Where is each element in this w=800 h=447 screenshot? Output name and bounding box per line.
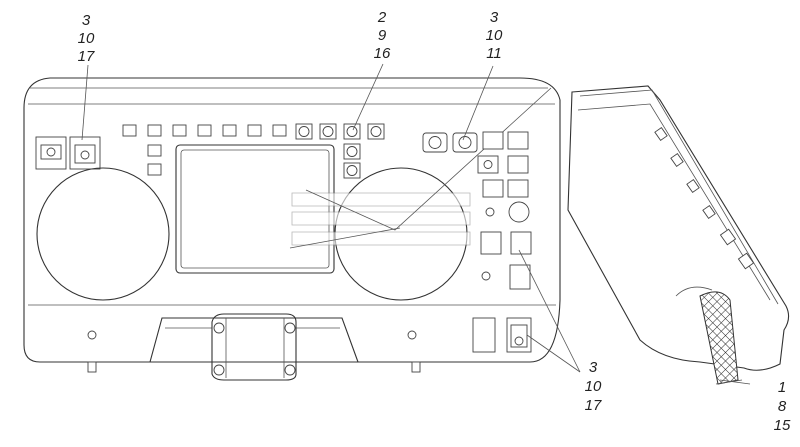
callout-top-right: 3 10 11 <box>486 9 503 62</box>
svg-text:2: 2 <box>377 9 387 26</box>
svg-text:3: 3 <box>589 359 598 376</box>
svg-text:10: 10 <box>78 30 95 47</box>
callout-bottom-right: 3 10 17 <box>585 359 602 414</box>
svg-text:3: 3 <box>490 9 499 26</box>
hatched-section-marks <box>289 87 552 249</box>
bottom-switch-block <box>472 317 532 353</box>
svg-text:3: 3 <box>82 12 91 29</box>
steering-column-clamp <box>149 313 359 381</box>
svg-text:16: 16 <box>374 45 391 62</box>
callout-side: 1 8 15 <box>774 379 791 434</box>
panel-side-view <box>567 85 790 385</box>
panel-front-view <box>23 77 561 381</box>
side-knobs <box>654 126 755 270</box>
svg-text:8: 8 <box>778 398 787 415</box>
svg-text:11: 11 <box>486 45 502 62</box>
svg-text:10: 10 <box>486 27 503 44</box>
svg-text:1: 1 <box>778 379 786 396</box>
right-button-cluster <box>422 131 532 290</box>
callout-top-center: 2 9 16 <box>374 9 391 62</box>
callout-top-left: 3 10 17 <box>78 12 95 65</box>
svg-text:17: 17 <box>78 48 95 65</box>
display-screen <box>175 144 335 274</box>
leader-lines <box>81 63 751 385</box>
svg-text:15: 15 <box>774 417 791 434</box>
svg-text:17: 17 <box>585 397 602 414</box>
indicator-row <box>122 123 385 179</box>
left-switch-block <box>35 136 101 170</box>
svg-text:9: 9 <box>378 27 387 44</box>
screw-left <box>87 330 97 340</box>
left-gauge <box>36 167 170 301</box>
svg-text:10: 10 <box>585 378 602 395</box>
mesh-cover <box>699 291 739 385</box>
screw-right <box>407 330 417 340</box>
